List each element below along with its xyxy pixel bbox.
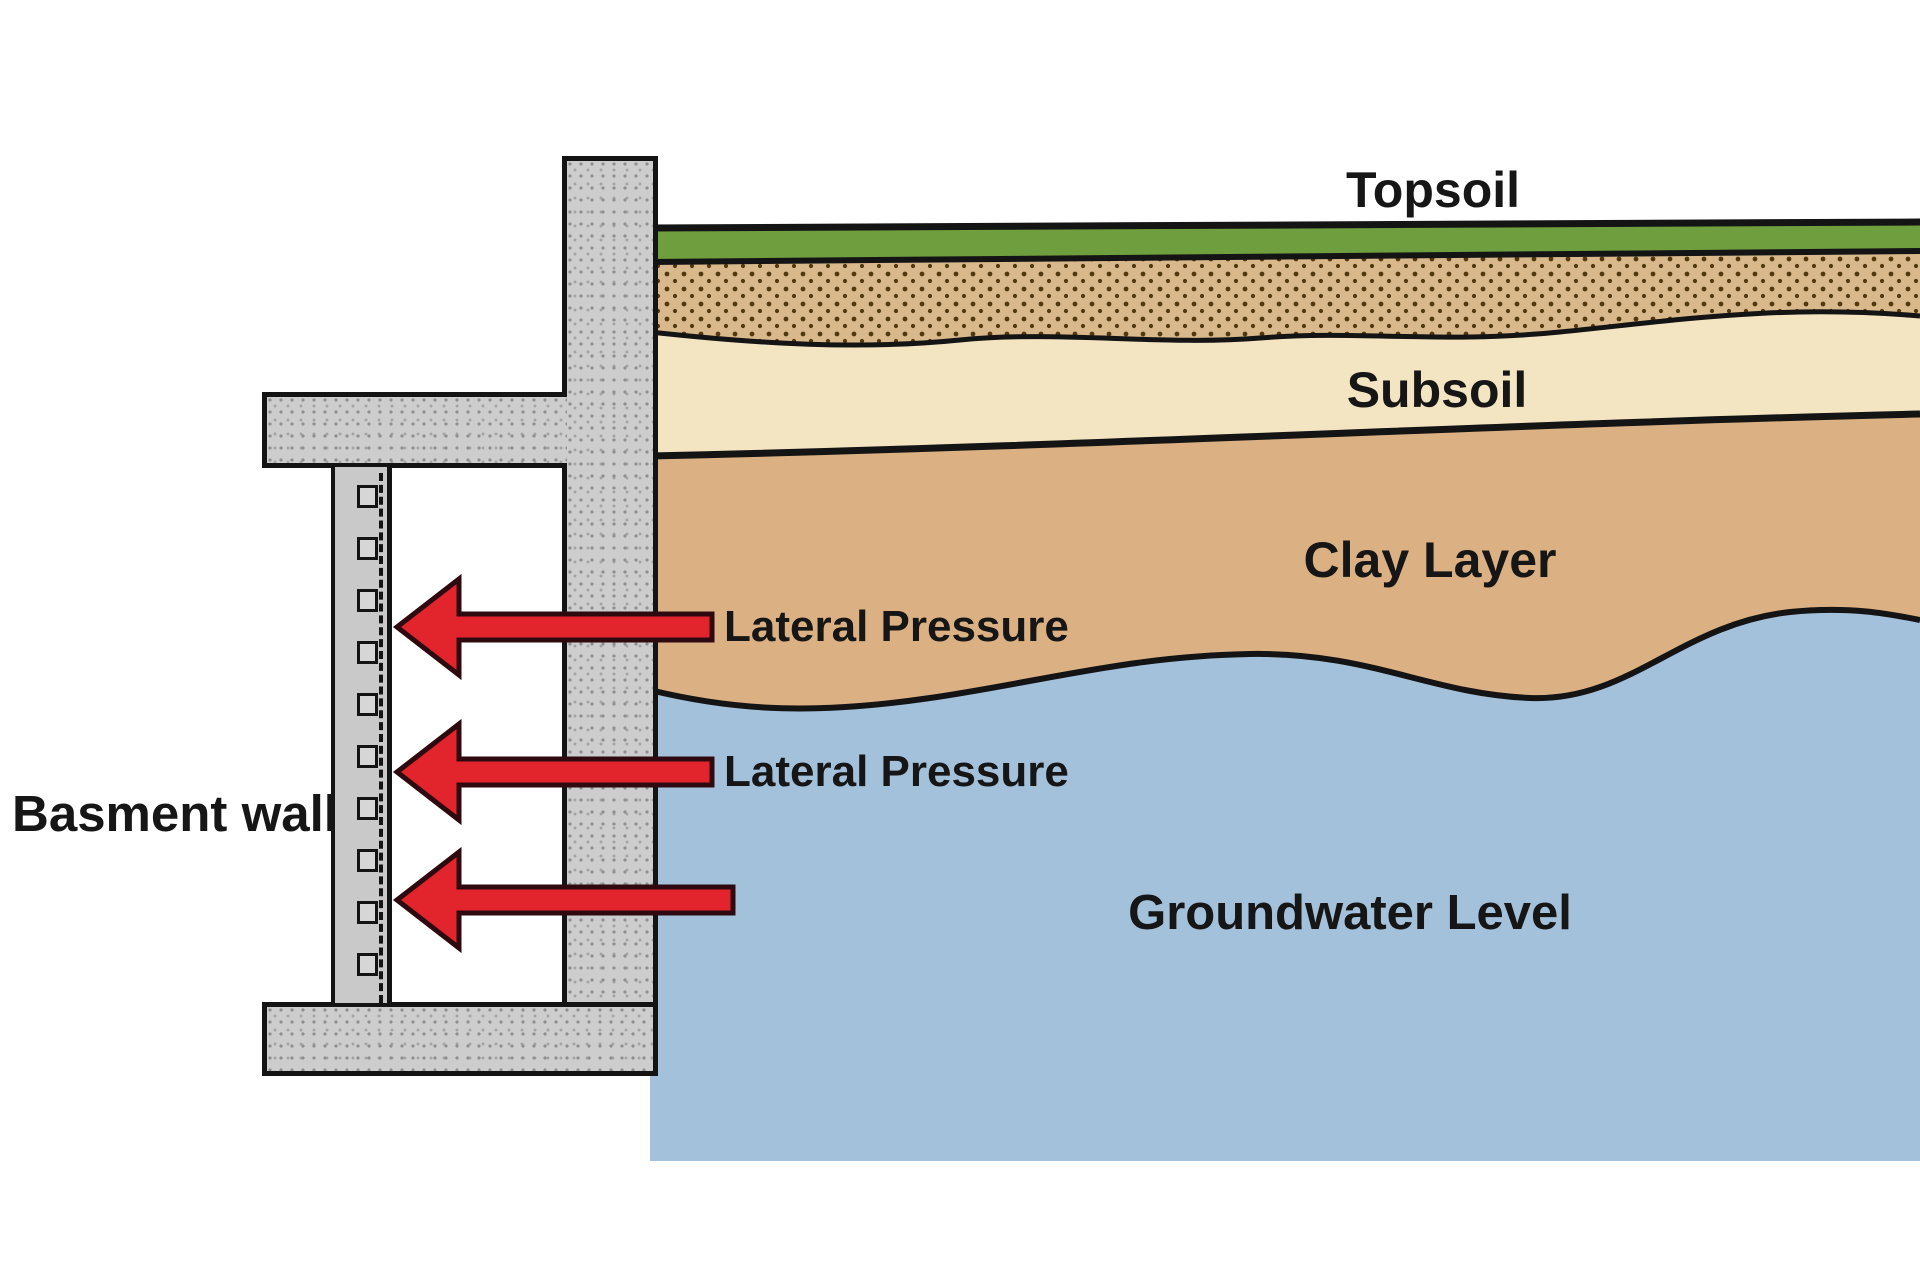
- ground-surface-line: [649, 218, 1920, 232]
- lateral-pressure-arrow-lower-icon: [392, 846, 736, 954]
- clay-layer-label: Clay Layer: [1303, 532, 1557, 588]
- basement-wall-label: Basment wall: [12, 785, 338, 842]
- subsoil-label: Subsoil: [1346, 362, 1528, 418]
- lateral-pressure-label-middle: Lateral Pressure: [724, 747, 1069, 796]
- wall-tie-block: [357, 797, 378, 820]
- wall-dashed-joint: [379, 473, 383, 1003]
- basement-wall-section: [331, 467, 392, 1003]
- water-table-line: [649, 606, 1920, 712]
- lateral-pressure-arrow-middle-icon: [392, 718, 715, 826]
- sand-band-dots: [650, 251, 1920, 346]
- clay-band: [650, 414, 1920, 709]
- wall-tie-block: [357, 589, 378, 612]
- lateral-pressure-arrow-upper-icon: [392, 573, 715, 681]
- topsoil-label: Topsoil: [1345, 162, 1521, 218]
- wall-tie-block: [357, 485, 378, 508]
- lateral-pressure-label-upper: Lateral Pressure: [724, 602, 1069, 651]
- wall-tie-block: [357, 537, 378, 560]
- wall-tie-block: [357, 693, 378, 716]
- sand-bottom-line: [649, 309, 1920, 348]
- subsoil-bottom-line: [649, 410, 1920, 460]
- groundwater-label: Groundwater Level: [1128, 886, 1572, 940]
- wall-tie-block: [357, 953, 378, 976]
- concrete-footing-slab: [262, 1002, 653, 1076]
- topsoil-bottom-line: [649, 248, 1920, 265]
- subsoil-band: [650, 311, 1920, 456]
- groundwater-band: [650, 609, 1920, 1161]
- wall-tie-block: [357, 849, 378, 872]
- wall-tie-block: [357, 641, 378, 664]
- wall-tie-block: [357, 745, 378, 768]
- concrete-upper-slab: [262, 392, 567, 468]
- wall-tie-block: [357, 901, 378, 924]
